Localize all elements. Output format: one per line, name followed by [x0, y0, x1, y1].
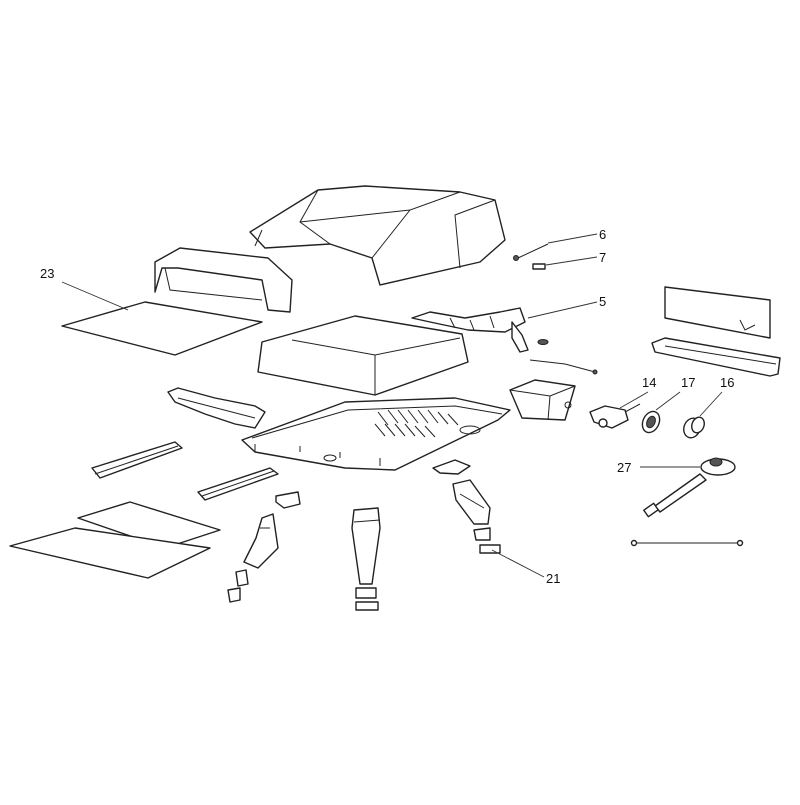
leader-line-17 — [655, 391, 681, 411]
callout-14: 14 — [642, 375, 656, 390]
leader-line-7 — [545, 256, 598, 266]
bezel-part-17 — [641, 410, 661, 434]
vent-slots — [374, 409, 459, 438]
burner-tube-part-5 — [411, 307, 529, 353]
center-leg-part — [351, 507, 381, 585]
left-leg-foot-part — [227, 569, 249, 603]
mount-bracket-part — [275, 491, 301, 509]
griddle-plate-part — [257, 315, 469, 396]
front-bracket-part — [167, 387, 266, 429]
knob-part-16 — [683, 416, 705, 439]
leader-line-6 — [547, 233, 598, 244]
callout-21: 21 — [546, 571, 560, 586]
side-panel-lower-part — [9, 527, 211, 579]
callout-23: 23 — [40, 266, 54, 281]
leader-line-23 — [61, 281, 129, 311]
part-7 — [532, 263, 546, 270]
callout-6: 6 — [599, 227, 606, 242]
mid-rail-part — [197, 467, 279, 501]
heat-shield-part — [664, 286, 771, 339]
right-leg-part — [452, 479, 491, 525]
side-rail-part — [651, 337, 781, 377]
leader-line-14 — [619, 391, 649, 409]
front-frame-part — [154, 247, 293, 313]
base-frame-part — [241, 397, 511, 471]
lid-part — [249, 185, 506, 286]
callout-17: 17 — [681, 375, 695, 390]
center-leg-foot-part — [355, 587, 379, 611]
callout-27: 27 — [617, 460, 631, 475]
leg-bracket-part — [432, 459, 471, 475]
grease-tray-part — [509, 379, 576, 421]
left-rail-part — [91, 441, 183, 479]
regulator-hose-part-27 — [643, 457, 736, 518]
callout-7: 7 — [599, 250, 606, 265]
callout-16: 16 — [720, 375, 734, 390]
plate-part-23 — [61, 301, 263, 356]
ignition-wire-part — [529, 339, 598, 375]
leader-line-5 — [527, 301, 598, 319]
gas-valve-part-14 — [589, 403, 641, 429]
right-leg-foot-part — [473, 527, 501, 554]
leader-line-16 — [699, 391, 723, 417]
part-6 — [513, 243, 549, 261]
left-leg-part — [243, 513, 279, 569]
small-hose-part — [630, 539, 744, 547]
callout-5: 5 — [599, 294, 606, 309]
leader-line-21 — [491, 549, 545, 578]
